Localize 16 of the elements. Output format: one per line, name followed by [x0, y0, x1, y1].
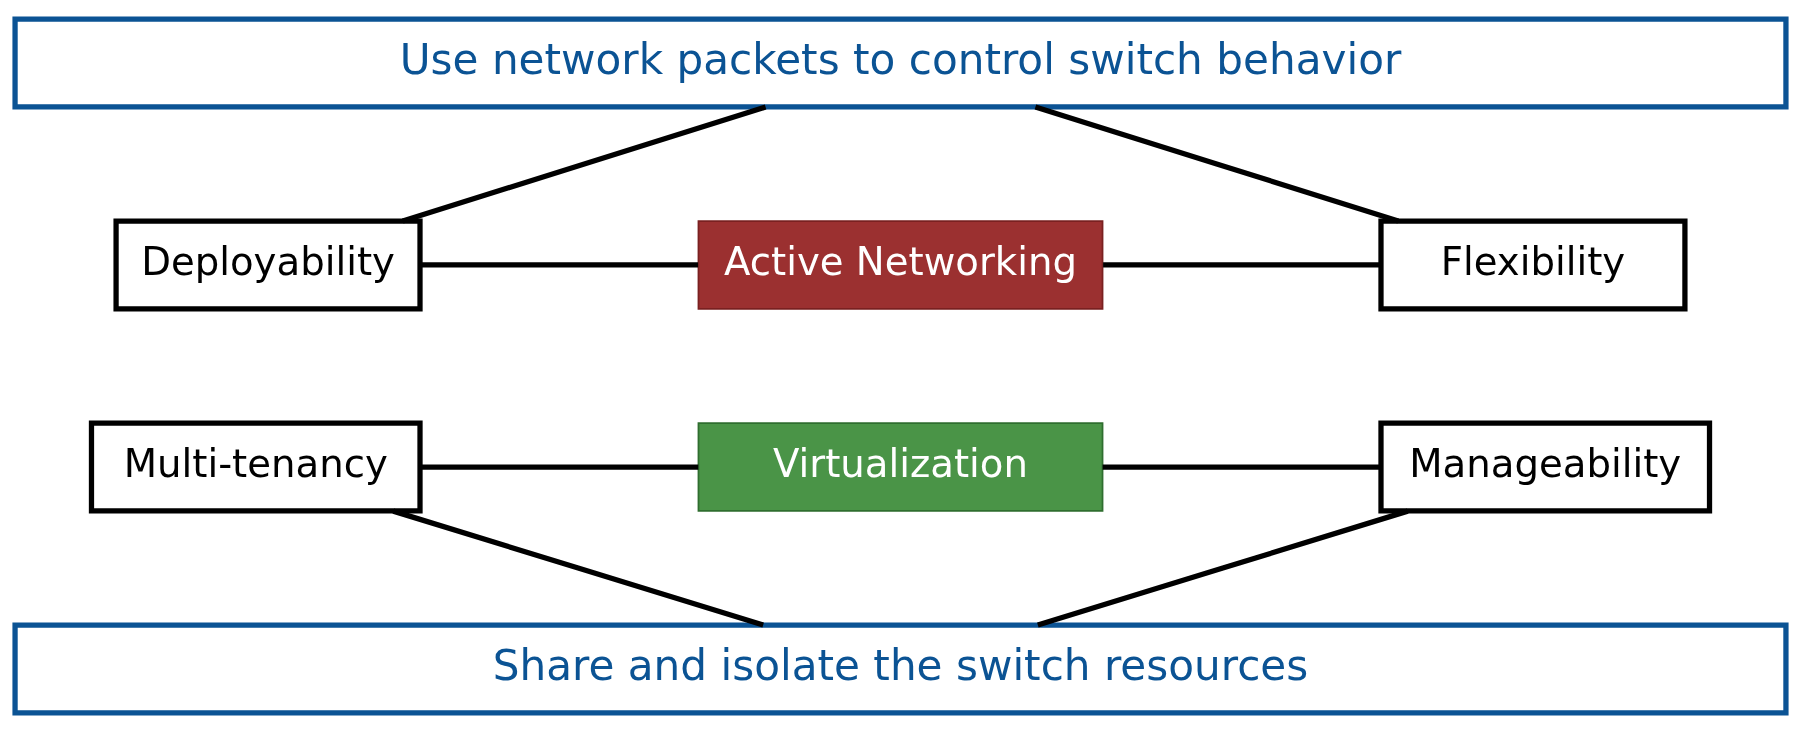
- node-box: Virtualization: [697, 422, 1104, 512]
- connector: [420, 262, 699, 268]
- node-box: Active Networking: [697, 220, 1104, 310]
- node-box: Multi-tenancy: [88, 420, 423, 514]
- connector: [392, 508, 764, 628]
- node-box: Flexibility: [1378, 218, 1688, 312]
- connector: [1037, 508, 1409, 628]
- connector: [1034, 104, 1400, 224]
- connector: [420, 464, 699, 470]
- node-box: Deployability: [113, 218, 423, 312]
- node-box: Manageability: [1378, 420, 1713, 514]
- node-box: Share and isolate the switch resources: [12, 622, 1789, 716]
- connector: [1103, 262, 1381, 268]
- connector: [401, 104, 767, 224]
- connector: [1102, 464, 1381, 470]
- node-box: Use network packets to control switch behavior: [12, 16, 1789, 110]
